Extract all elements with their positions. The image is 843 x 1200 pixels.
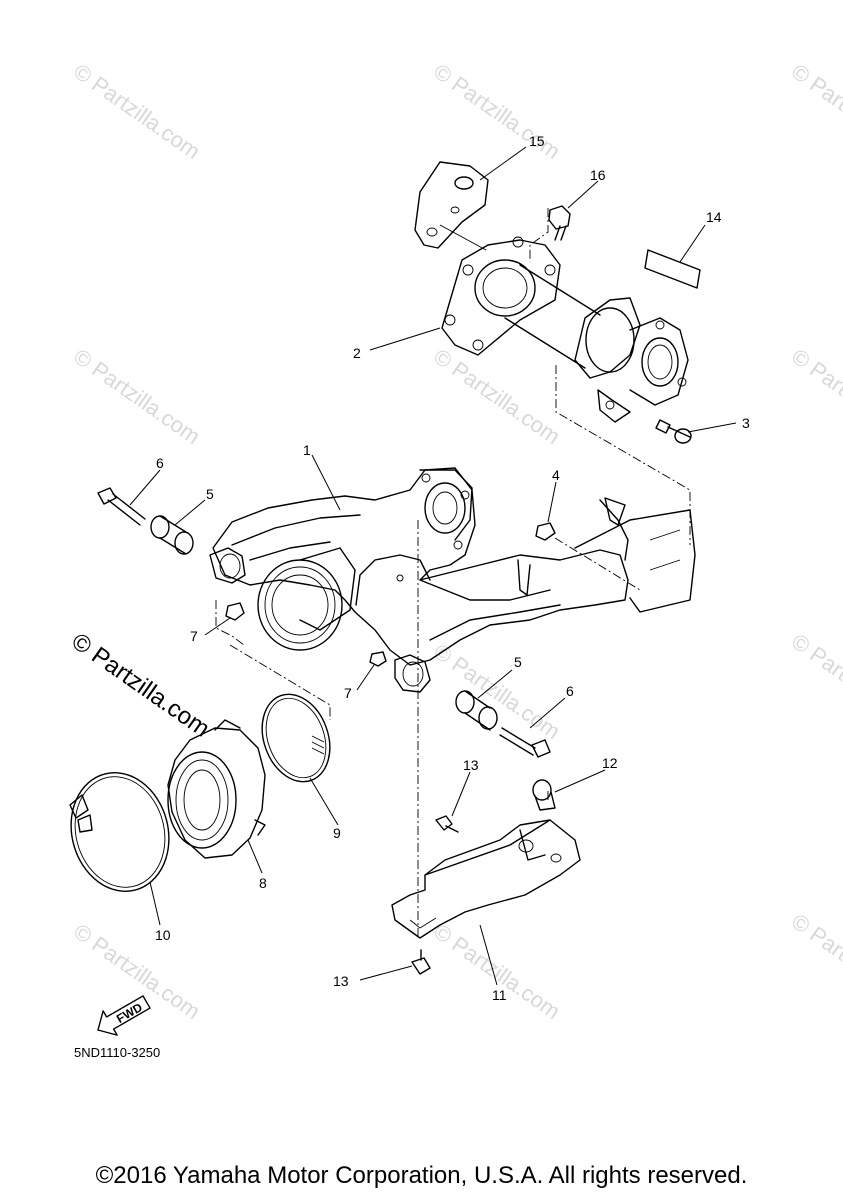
callout-10: 10 xyxy=(155,927,171,943)
callout-7-right: 7 xyxy=(344,685,352,701)
leader-lines xyxy=(129,146,737,986)
part-axle-housing-2 xyxy=(441,236,689,423)
part-bushing-12 xyxy=(532,779,556,811)
fwd-arrow-icon: FWD xyxy=(97,995,151,1036)
watermark: © Partzilla.com xyxy=(429,639,565,745)
part-bolt-13-lower xyxy=(411,949,431,975)
callout-6-left: 6 xyxy=(156,455,164,471)
part-bolt-6-left xyxy=(97,487,146,526)
callout-16: 16 xyxy=(590,167,606,183)
diagram-code: 5ND1110-3250 xyxy=(74,1045,161,1060)
part-boot-8 xyxy=(167,719,266,859)
part-bracket-15 xyxy=(414,161,489,251)
part-nut-7-left xyxy=(225,602,245,621)
watermark: © Partzilla.com xyxy=(429,919,565,1025)
watermark: © Partzilla.com xyxy=(787,629,843,735)
callout-5-left: 5 xyxy=(206,486,214,502)
part-ring-9 xyxy=(261,693,331,783)
part-label-14 xyxy=(644,249,701,289)
callout-1: 1 xyxy=(303,442,311,458)
callout-2: 2 xyxy=(353,345,361,361)
callout-9: 9 xyxy=(333,825,341,841)
callout-6-right: 6 xyxy=(566,683,574,699)
copyright-notice: ©2016 Yamaha Motor Corporation, U.S.A. A… xyxy=(95,1162,748,1189)
callout-labels: 15 16 14 2 3 1 6 4 5 7 5 7 6 13 12 9 8 1… xyxy=(155,133,750,1003)
part-bolt-6-right xyxy=(499,727,551,758)
watermark: © Partzilla.com xyxy=(787,344,843,450)
watermark: © Partzilla.com xyxy=(69,344,205,450)
callout-3: 3 xyxy=(742,415,750,431)
callout-8: 8 xyxy=(259,875,267,891)
part-bolt-3 xyxy=(655,419,692,444)
part-nut-4 xyxy=(535,522,556,541)
part-bolt-13-upper xyxy=(435,815,459,833)
part-bolt-16 xyxy=(548,205,571,241)
part-collar-5-left xyxy=(150,515,194,555)
callout-5-right: 5 xyxy=(514,654,522,670)
watermark: © Partzilla.com xyxy=(69,59,205,165)
callout-11: 11 xyxy=(492,987,507,1003)
callout-7-left: 7 xyxy=(190,628,198,644)
callout-4: 4 xyxy=(552,467,560,483)
part-nut-7-right xyxy=(369,651,387,667)
part-swingarm-1 xyxy=(209,467,696,693)
callout-13-upper: 13 xyxy=(463,757,479,773)
watermark: © Partzilla.com xyxy=(787,909,843,1015)
watermark: © Partzilla.com xyxy=(787,59,843,165)
part-clamp-10 xyxy=(69,772,170,892)
callout-13-lower: 13 xyxy=(333,973,349,989)
guide-lines xyxy=(215,208,691,940)
part-guard-11 xyxy=(391,819,581,939)
callout-14: 14 xyxy=(706,209,722,225)
callout-15: 15 xyxy=(529,133,545,149)
part-collar-5-right xyxy=(455,690,498,731)
watermark: © Partzilla.com xyxy=(429,344,565,450)
callout-12: 12 xyxy=(602,755,618,771)
watermark-bold: © Partzilla.com xyxy=(67,628,215,743)
